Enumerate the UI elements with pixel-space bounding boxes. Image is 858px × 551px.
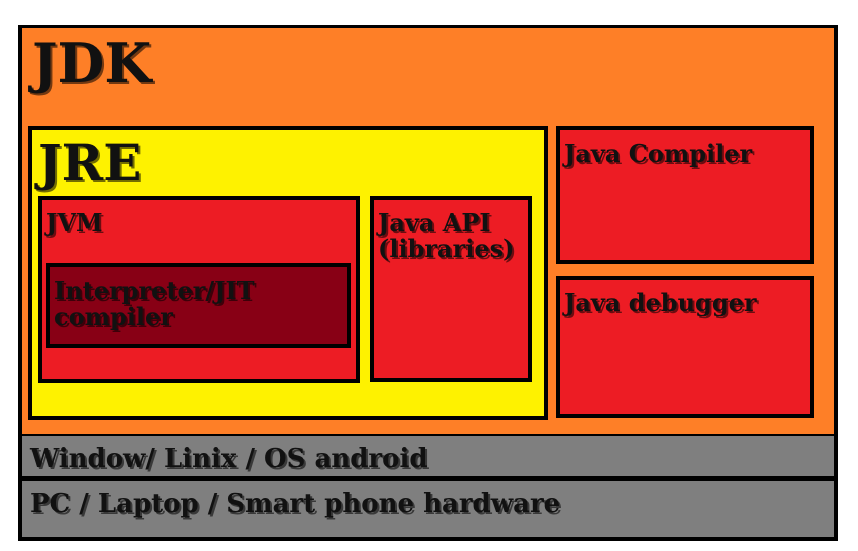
java-compiler-label: Java Compiler bbox=[564, 139, 753, 168]
os-layer-label: Window/ Linix / OS android bbox=[30, 444, 428, 474]
interpreter-jit-box bbox=[46, 263, 351, 348]
hardware-layer-box bbox=[22, 481, 834, 537]
java-api-label: Java API (libraries) bbox=[378, 208, 515, 264]
java-api-box bbox=[370, 196, 532, 382]
interpreter-jit-label: Interpreter/JIT compiler bbox=[54, 276, 255, 332]
java-compiler-box bbox=[556, 126, 814, 264]
jvm-label: JVM bbox=[46, 208, 103, 237]
jre-label: JRE bbox=[38, 133, 142, 192]
java-debugger-box bbox=[556, 276, 814, 418]
hardware-layer-label: PC / Laptop / Smart phone hardware bbox=[30, 489, 561, 519]
os-layer-box bbox=[22, 436, 834, 476]
os-layer-divider bbox=[22, 477, 834, 480]
java-debugger-label: Java debugger bbox=[564, 288, 757, 317]
jdk-label: JDK bbox=[32, 31, 152, 95]
